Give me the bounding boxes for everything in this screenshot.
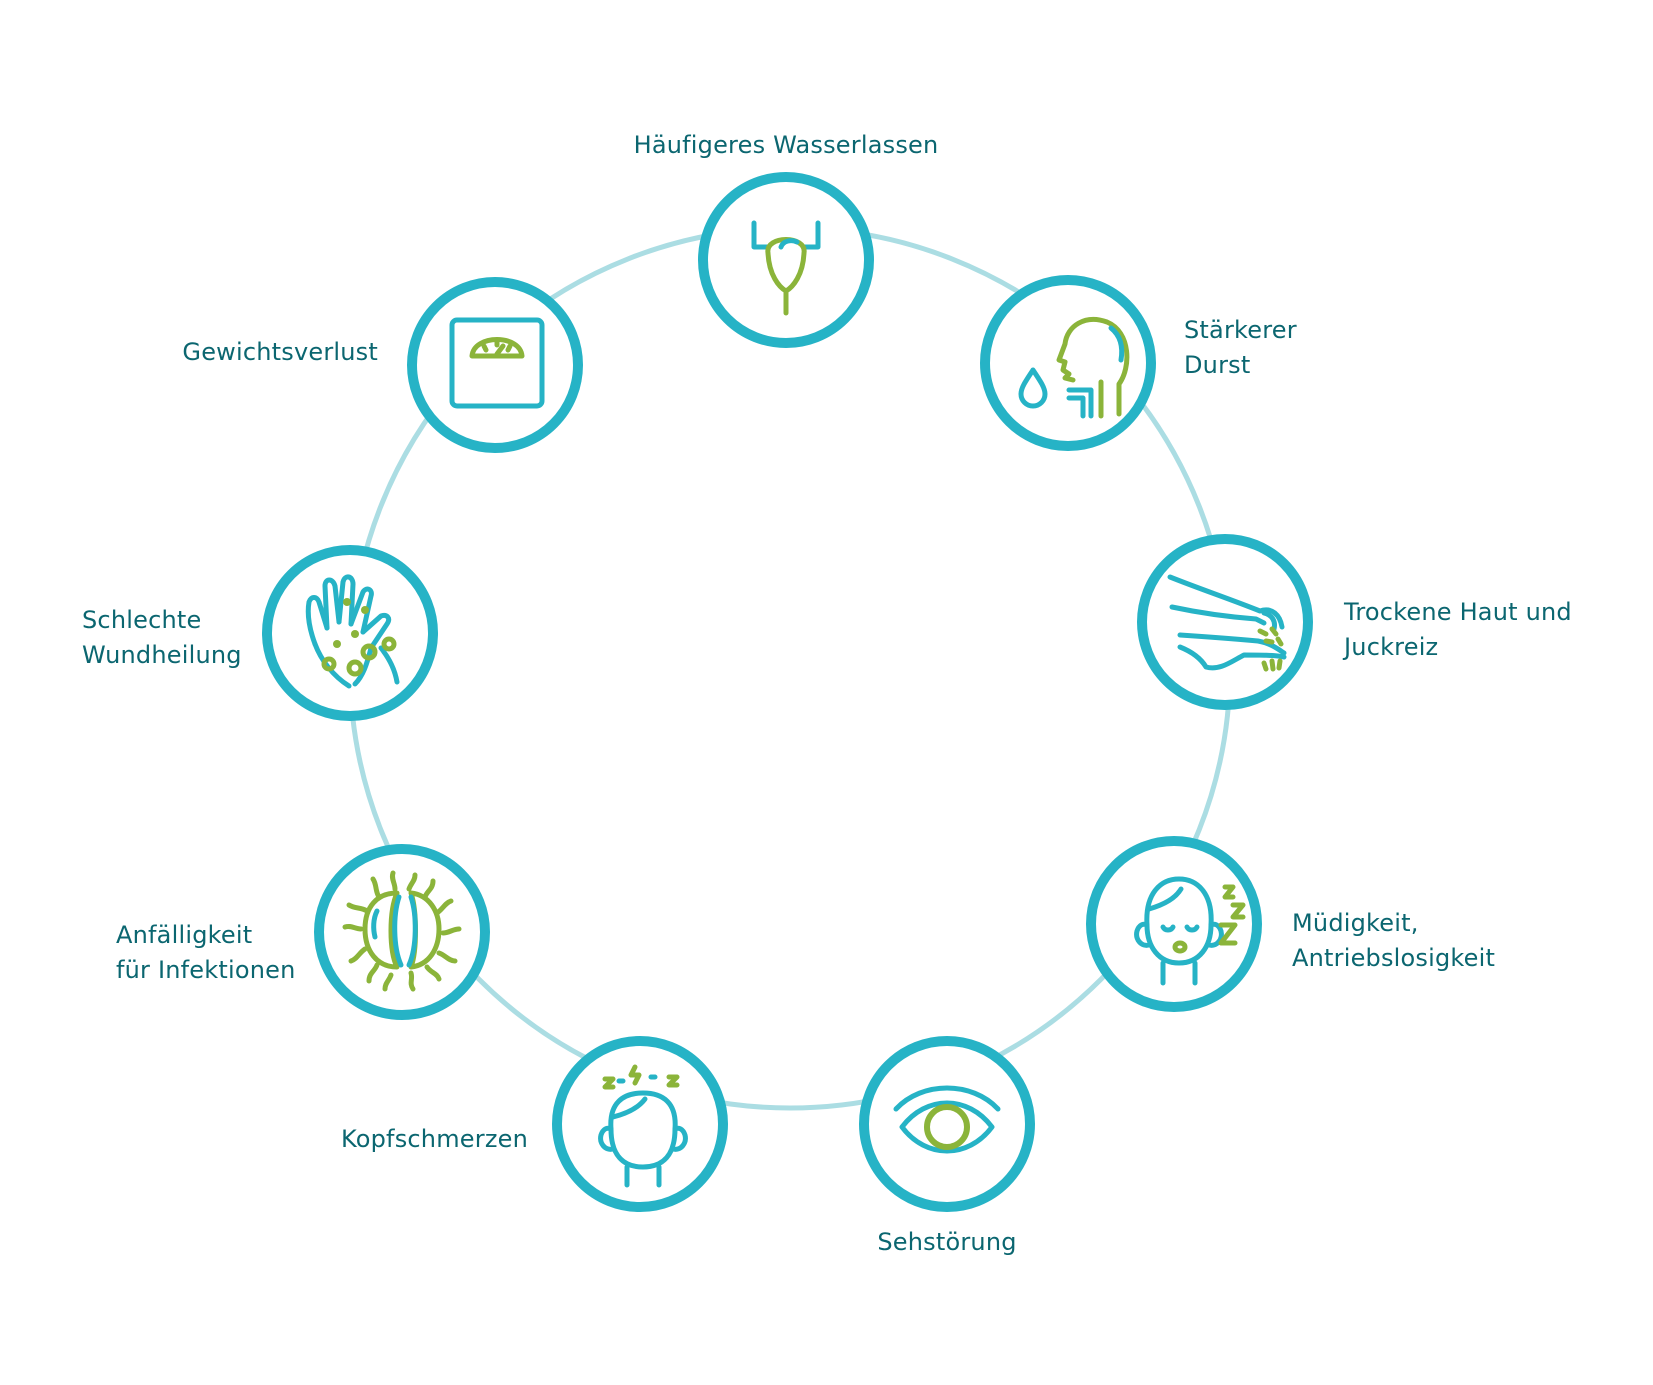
symptom-label-wound: Schlechte Wundheilung — [82, 606, 242, 669]
symptom-label-weight: Gewichtsverlust — [182, 338, 378, 366]
headache-icon — [598, 1064, 688, 1188]
symptom-node-bladder — [698, 172, 874, 348]
symptom-node-wound — [262, 545, 438, 721]
scale-icon — [449, 317, 545, 409]
wounded-hand-icon — [305, 574, 400, 689]
symptom-node-vision — [859, 1036, 1035, 1212]
bladder-icon — [751, 220, 821, 316]
symptom-node-weight — [407, 277, 583, 453]
symptom-node-thirst — [980, 275, 1156, 451]
symptom-label-dry-skin: Trockene Haut und Juckreiz — [1344, 598, 1572, 661]
head-thirst-icon — [1018, 317, 1130, 419]
symptom-node-infection — [314, 844, 490, 1020]
bacteria-icon — [342, 870, 462, 992]
symptom-label-bladder: Häufigeres Wasserlassen — [633, 131, 939, 159]
symptom-label-infection: Anfälligkeit für Infektionen — [116, 921, 296, 984]
symptom-node-headache — [552, 1036, 728, 1212]
symptom-node-fatigue — [1086, 836, 1262, 1012]
itching-arm-icon — [1167, 574, 1287, 672]
symptom-label-headache: Kopfschmerzen — [340, 1125, 528, 1153]
symptom-label-thirst: Stärkerer Durst — [1184, 316, 1297, 379]
symptom-node-dry-skin — [1137, 534, 1313, 710]
sleepy-face-icon — [1134, 876, 1246, 986]
symptom-label-fatigue: Müdigkeit, Antriebslosigkeit — [1292, 909, 1496, 972]
eye-icon — [893, 1085, 1001, 1154]
symptom-label-vision: Sehstörung — [877, 1228, 1017, 1256]
